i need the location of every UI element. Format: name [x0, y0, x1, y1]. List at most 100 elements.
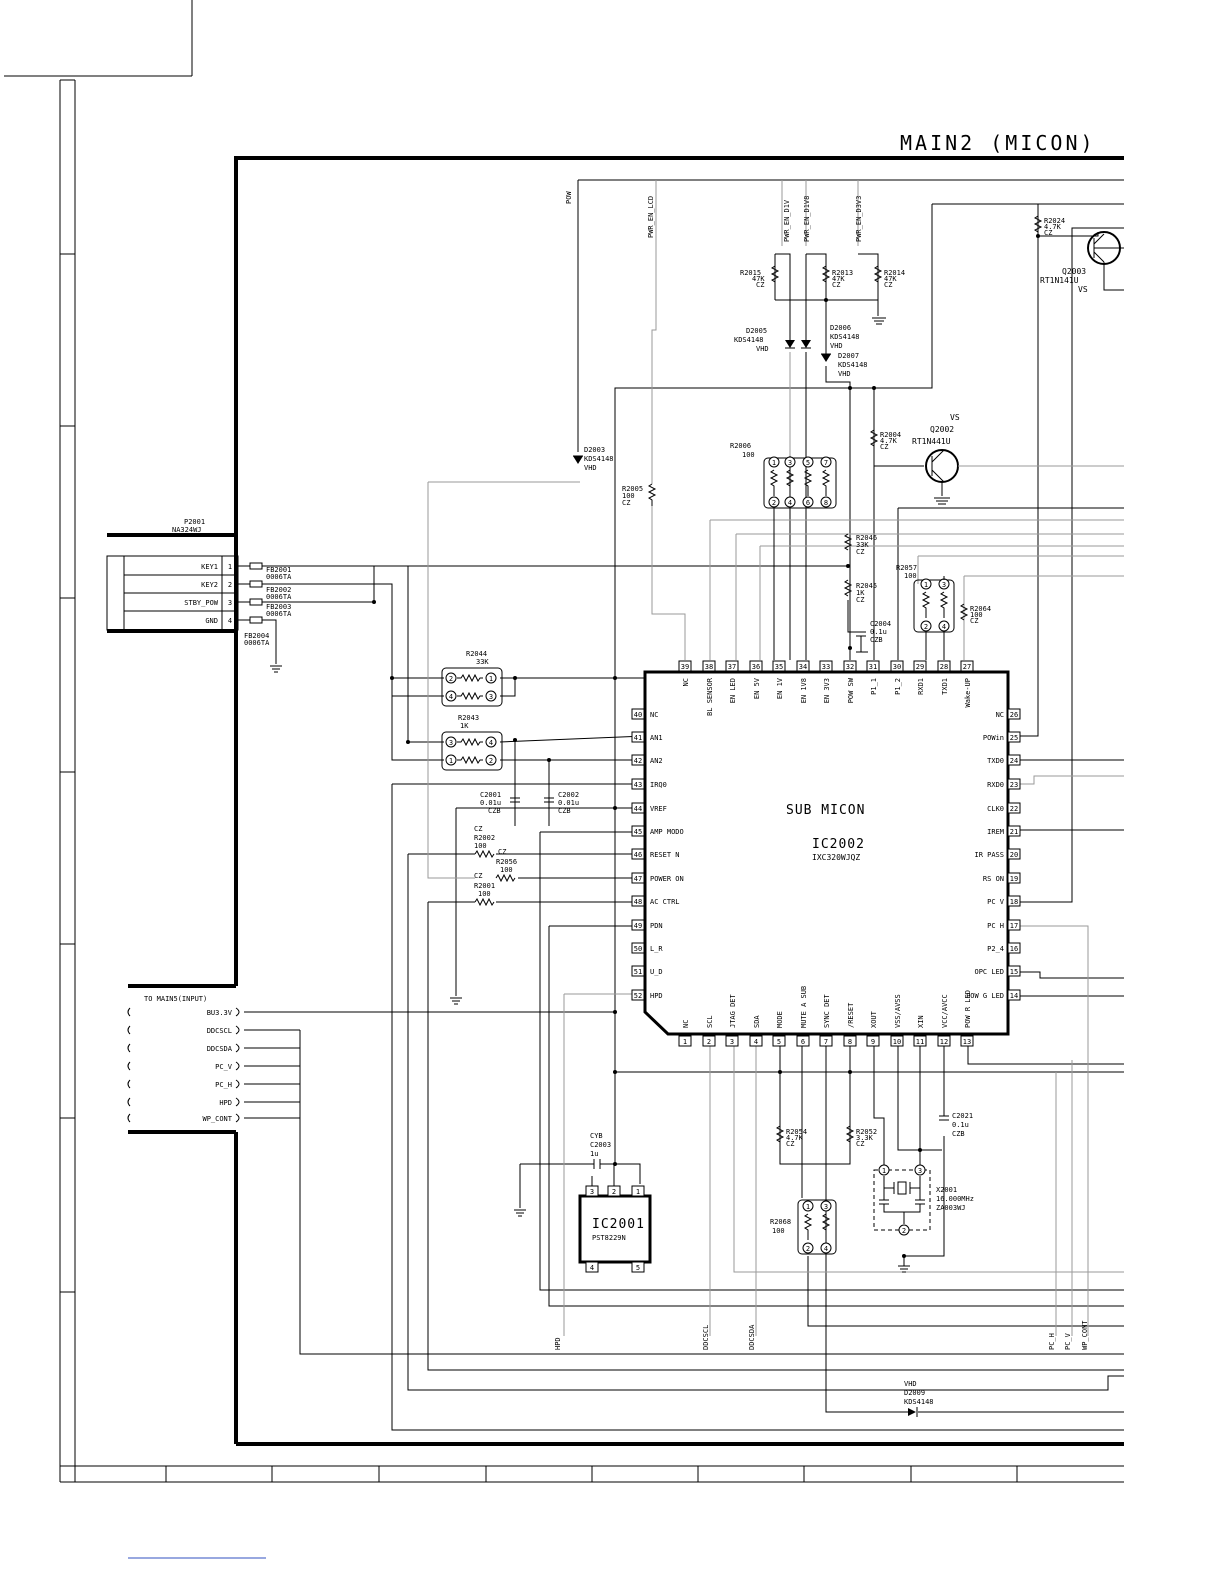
pin-25-box: [1007, 731, 1021, 743]
pin-42-num: 42: [634, 757, 642, 765]
svg-text:4: 4: [788, 499, 792, 507]
pin-5-name: MODE: [776, 1011, 784, 1028]
svg-text:1: 1: [772, 459, 776, 467]
svg-text:2: 2: [489, 757, 493, 765]
pin-17-box: [1007, 919, 1021, 931]
pin-22-name: CLK0: [987, 805, 1004, 813]
pin-47-num: 47: [634, 875, 642, 883]
transistor-symbols: [925, 231, 1124, 483]
pin-8-name: /RESET: [847, 1002, 855, 1028]
pin-6-box: [796, 1035, 810, 1047]
pin-4-box: [749, 1035, 763, 1047]
r2044-r2043-arrays: 2 1 4 3 3 4 1 2: [441, 667, 503, 771]
r2052-ref: R2052: [856, 1128, 877, 1136]
p2001-part: NA324WJ: [172, 526, 202, 534]
pin-21-box: [1007, 825, 1021, 837]
c2003-cyb: CYB: [590, 1132, 603, 1140]
pin-35-box: [772, 660, 786, 672]
svg-text:4: 4: [824, 1245, 828, 1253]
d2009-vhd: VHD: [904, 1380, 917, 1388]
r2044-ref: R2044: [466, 650, 487, 658]
pin-35-name: EN 1V: [776, 677, 784, 699]
svg-text:1: 1: [449, 757, 453, 765]
net-pwr-en-d3v3: PWR_EN_D3V3: [855, 196, 863, 242]
c2002-ref: C2002: [558, 791, 579, 799]
r2045-ref: R2045: [856, 582, 877, 590]
p2001-pin3-name: STBY_POW: [184, 599, 219, 607]
q2002-vs: VS: [950, 413, 960, 422]
pin-45-box: [631, 825, 645, 837]
fb2003-ref: FB2003: [266, 603, 291, 611]
fb2001-part: 0006TA: [266, 573, 292, 581]
pin-5-box: [772, 1035, 786, 1047]
pin-7-num: 7: [824, 1038, 828, 1046]
x2001-part: ZA003WJ: [936, 1204, 966, 1212]
svg-text:1: 1: [489, 675, 493, 683]
pin-48-name: AC CTRL: [650, 898, 680, 906]
pin-1-name: NC: [682, 1020, 690, 1028]
pin-21-num: 21: [1010, 828, 1018, 836]
r2001-cz: CZ: [474, 872, 482, 880]
r2004-tol: CZ: [880, 443, 888, 451]
pin-34-num: 34: [799, 663, 807, 671]
c2021-tol: CZB: [952, 1130, 965, 1138]
svg-text:3: 3: [942, 581, 946, 589]
pin-38-num: 38: [705, 663, 713, 671]
r2013-tol: CZ: [832, 281, 840, 289]
r2045-val: 1K: [856, 589, 865, 597]
r2004-val: 4.7K: [880, 437, 898, 445]
pin-47-name: POWER ON: [650, 875, 684, 883]
section-border: [107, 156, 1124, 1446]
pin-7-box: [819, 1035, 833, 1047]
r2002-ref: R2002: [474, 834, 495, 842]
main5-signal-hpd: HPD: [219, 1099, 232, 1107]
ic2001-pin4: 4: [590, 1264, 594, 1272]
main5-signal-ddcsda: DDCSDA: [207, 1045, 233, 1053]
r2004-ref: R2004: [880, 431, 901, 439]
r2056-val: 100: [500, 866, 513, 874]
d2007-ref: D2007: [838, 352, 859, 360]
r2057-val: 100: [904, 572, 917, 580]
pin-41-box: [631, 731, 645, 743]
svg-text:4: 4: [942, 623, 946, 631]
r2046-ref: R2046: [856, 534, 877, 542]
pin-51-box: [631, 965, 645, 977]
net-pwr-en-d1v: PWR_EN_D1V: [783, 199, 791, 242]
ic2001-pin3: 3: [590, 1188, 594, 1196]
pin-35-num: 35: [775, 663, 783, 671]
pin-24-box: [1007, 754, 1021, 766]
pin-4-name: SDA: [753, 1015, 761, 1028]
r2006-array: 1 3 5 7 2 4 6 8: [763, 456, 837, 660]
pin-1-num: 1: [683, 1038, 687, 1046]
svg-text:1: 1: [924, 581, 928, 589]
svg-text:3: 3: [918, 1167, 922, 1175]
pin-40-num: 40: [634, 711, 642, 719]
d2006-ref: D2006: [830, 324, 851, 332]
c2002-tol: CZB: [558, 807, 571, 815]
pin-43-name: IRQ0: [650, 781, 667, 789]
grey-wires: [427, 180, 1124, 1336]
x2001-crystal: 1 3 2: [873, 1164, 931, 1236]
net-pow: POW: [565, 191, 573, 204]
pin-1-box: [678, 1035, 692, 1047]
d2006-vhd: VHD: [830, 342, 843, 350]
r2056-ref: R2056: [496, 858, 517, 866]
pin-44-box: [631, 802, 645, 814]
resistor-symbols: [474, 215, 1043, 1143]
diode-symbols: [573, 340, 918, 1417]
r2006-ref: R2006: [730, 442, 751, 450]
fb2003-part: 0006TA: [266, 610, 292, 618]
pin-14-num: 14: [1010, 992, 1018, 1000]
q2003-vs: VS: [1078, 285, 1088, 294]
pin-27-name: Wake-UP: [964, 678, 972, 708]
ic2001-ref: IC2001: [592, 1217, 645, 1232]
svg-text:8: 8: [824, 499, 828, 507]
ic2001-pin2: 2: [612, 1188, 616, 1196]
net-ddcsda: DDCSDA: [748, 1324, 756, 1350]
r2024-tol: CZ: [1044, 229, 1052, 237]
c2001-val: 0.01u: [480, 799, 501, 807]
fb2001-ref: FB2001: [266, 566, 291, 574]
r2002-cz1: CZ: [474, 825, 482, 833]
section-title: MAIN2 (MICON): [900, 131, 1096, 155]
pin-30-name: P1_2: [894, 678, 902, 695]
